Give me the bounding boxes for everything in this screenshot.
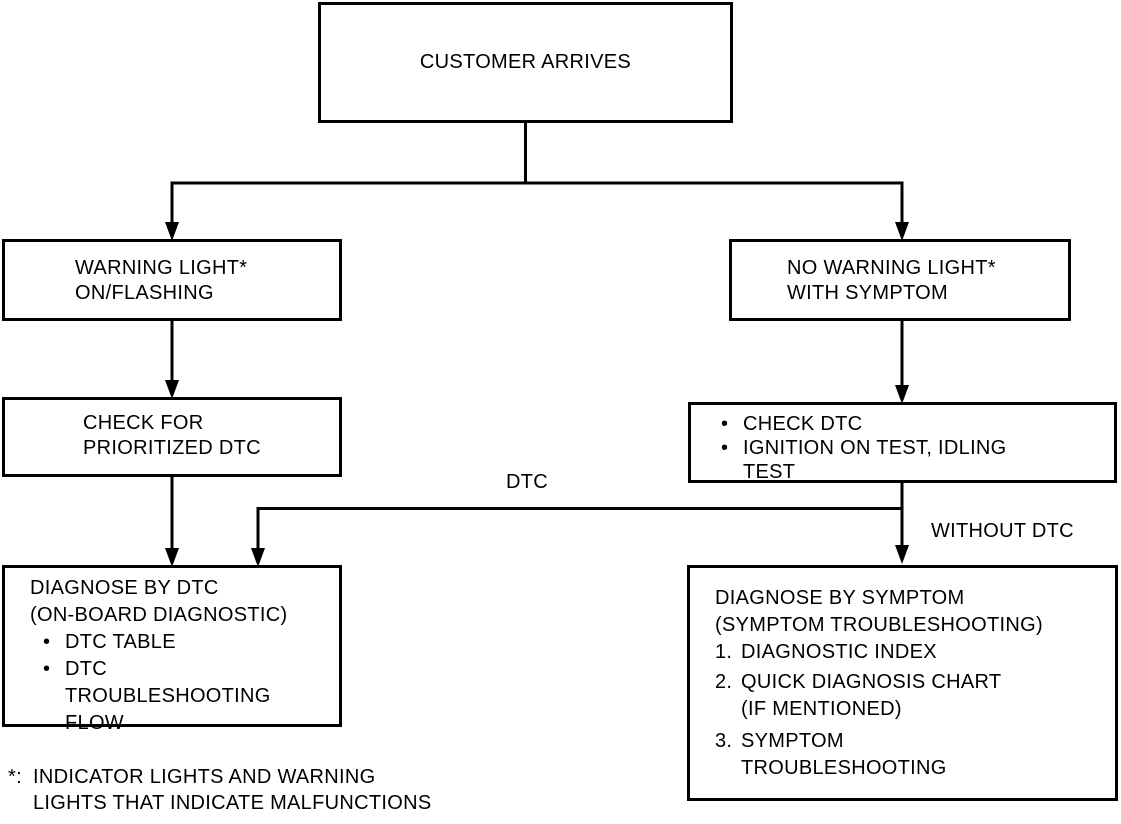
bullet-item-line: DTC TABLE: [65, 631, 176, 653]
node-check-for-prioritized-dtc-line: CHECK FOR: [83, 412, 204, 434]
bullet-item-line: IGNITION ON TEST, IDLING: [743, 437, 1007, 459]
numbered-item: 3. SYMPTOM TROUBLESHOOTING: [715, 728, 1115, 782]
node-diagnose-by-dtc-heading: DIAGNOSE BY DTC: [30, 577, 219, 599]
node-diagnose-by-dtc-heading: (ON-BOARD DIAGNOSTIC): [30, 604, 288, 626]
edge-label-without-dtc: WITHOUT DTC: [931, 520, 1074, 542]
footnote-asterisk: *:: [8, 766, 22, 788]
bullet-icon: •: [721, 413, 729, 435]
numbered-item-line: SYMPTOM: [741, 730, 844, 752]
node-check-dtc: • CHECK DTC • IGNITION ON TEST, IDLING T…: [688, 402, 1117, 483]
node-customer-arrives-label: CUSTOMER ARRIVES: [419, 51, 632, 73]
node-check-for-prioritized-dtc-line: PRIORITIZED DTC: [83, 437, 261, 459]
numbered-item-line: TROUBLESHOOTING: [741, 757, 947, 779]
bullet-icon: •: [721, 437, 729, 459]
node-check-for-prioritized-dtc: CHECK FOR PRIORITIZED DTC: [2, 397, 342, 477]
node-warning-light-line: ON/FLASHING: [75, 282, 214, 304]
node-diagnose-by-symptom-heading: (SYMPTOM TROUBLESHOOTING): [715, 614, 1043, 636]
bullet-item: • IGNITION ON TEST, IDLING TEST: [721, 436, 1114, 484]
item-number: 1.: [715, 641, 733, 663]
bullet-icon: •: [43, 658, 51, 680]
bullet-icon: •: [43, 631, 51, 653]
node-no-warning-light-line: WITH SYMPTOM: [787, 282, 949, 304]
node-no-warning-light-line: NO WARNING LIGHT*: [787, 257, 996, 279]
bullet-item-line: CHECK DTC: [743, 413, 863, 435]
bullet-item-line: FLOW: [65, 712, 124, 734]
numbered-item-line: DIAGNOSTIC INDEX: [741, 641, 937, 663]
item-number: 2.: [715, 671, 733, 693]
footnote-line: INDICATOR LIGHTS AND WARNING: [33, 766, 376, 788]
node-customer-arrives: CUSTOMER ARRIVES: [318, 2, 733, 123]
numbered-item: 1. DIAGNOSTIC INDEX: [715, 639, 1115, 666]
item-number: 3.: [715, 730, 733, 752]
footnote: *: INDICATOR LIGHTS AND WARNING LIGHTS T…: [8, 764, 431, 816]
node-diagnose-by-dtc: DIAGNOSE BY DTC (ON-BOARD DIAGNOSTIC) • …: [2, 565, 342, 734]
edge-label-dtc: DTC: [506, 471, 549, 493]
numbered-item-line: QUICK DIAGNOSIS CHART: [741, 671, 1002, 693]
footnote-line: LIGHTS THAT INDICATE MALFUNCTIONS: [33, 792, 432, 814]
node-warning-light: WARNING LIGHT* ON/FLASHING: [2, 239, 342, 321]
bullet-item-line: TEST: [743, 461, 796, 483]
node-diagnose-by-symptom: DIAGNOSE BY SYMPTOM (SYMPTOM TROUBLESHOO…: [687, 565, 1118, 801]
bullet-item-line: DTC: [65, 658, 108, 680]
numbered-item-line: (IF MENTIONED): [741, 698, 902, 720]
numbered-item: 2. QUICK DIAGNOSIS CHART (IF MENTIONED): [715, 669, 1115, 723]
bullet-item-line: TROUBLESHOOTING: [65, 685, 271, 707]
bullet-item: • CHECK DTC: [721, 412, 1114, 436]
bullet-item: • DTC TABLE: [30, 629, 339, 656]
node-warning-light-line: WARNING LIGHT*: [75, 257, 248, 279]
bullet-item: • DTC TROUBLESHOOTING FLOW: [30, 656, 339, 737]
node-diagnose-by-symptom-heading: DIAGNOSE BY SYMPTOM: [715, 587, 965, 609]
node-no-warning-light: NO WARNING LIGHT* WITH SYMPTOM: [729, 239, 1071, 321]
arrowhead-diagsym: [895, 545, 909, 564]
